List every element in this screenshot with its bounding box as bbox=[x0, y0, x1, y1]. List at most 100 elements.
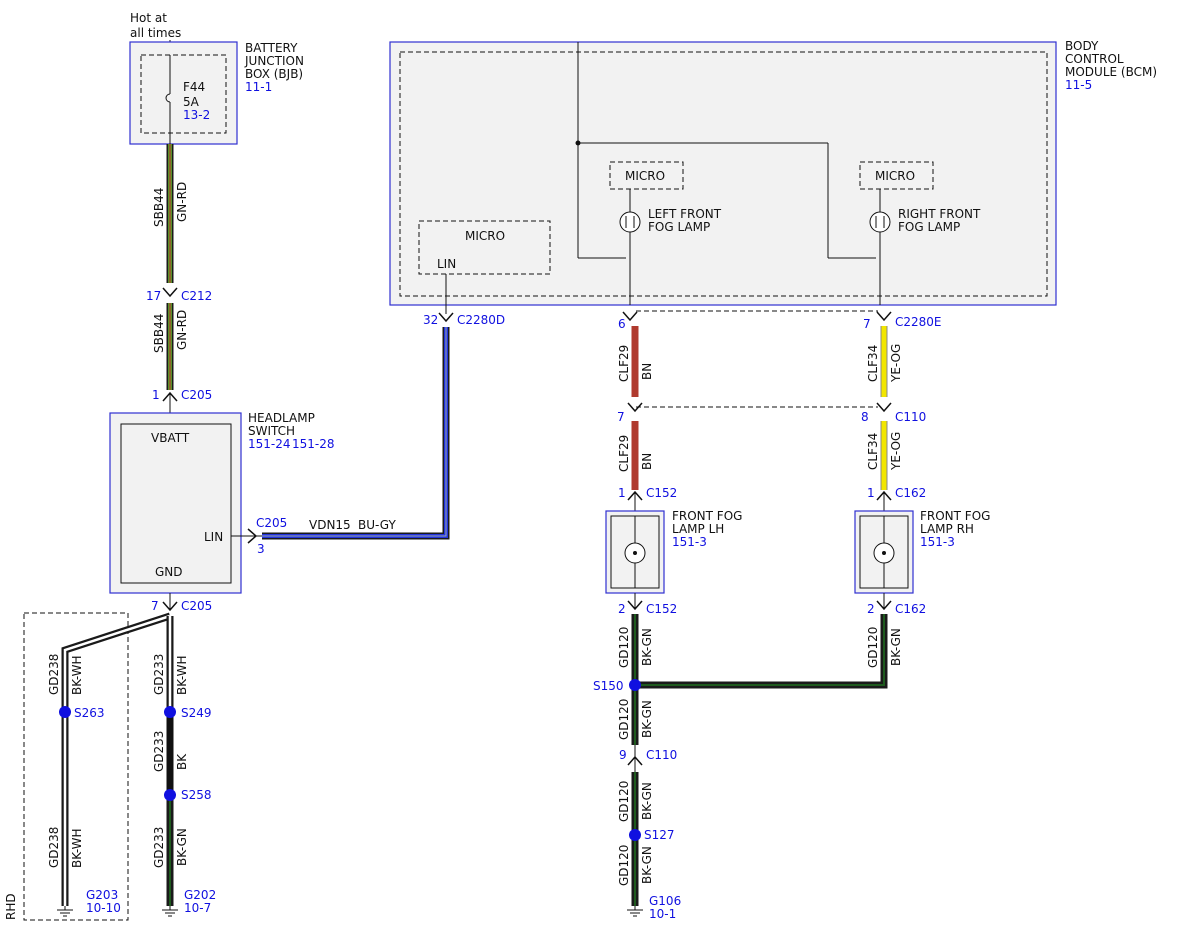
bk-wh-label-2: BK-WH bbox=[70, 828, 84, 868]
wire-gd238: GD238 BK-WH GD238 BK-WH bbox=[47, 612, 172, 906]
headlamp-title-1: HEADLAMP bbox=[248, 411, 315, 425]
gd238-label-2: GD238 bbox=[47, 827, 61, 868]
connector-c2280e-pin7: 7 C2280E bbox=[863, 311, 942, 331]
lin-label-bcm: LIN bbox=[437, 257, 456, 271]
g202-ref-link[interactable]: 10-7 bbox=[184, 901, 211, 915]
c212-link[interactable]: C212 bbox=[181, 289, 212, 303]
c205-link-1[interactable]: C205 bbox=[181, 388, 212, 402]
bn-label-1: BN bbox=[640, 363, 654, 380]
pin-2-c152: 2 bbox=[618, 602, 626, 616]
wire-sbb44-lower: SBB44 GN-RD bbox=[152, 303, 189, 390]
c205-link-2[interactable]: C205 bbox=[256, 516, 287, 530]
wire-clf29-upper: CLF29 BN bbox=[617, 326, 654, 397]
g203-ref-link[interactable]: 10-10 bbox=[86, 901, 121, 915]
right-fog-2: FOG LAMP bbox=[898, 220, 960, 234]
wire-vdn15: C205 3 VDN15 BU-GY bbox=[231, 327, 450, 556]
fuse-ref-link[interactable]: 13-2 bbox=[183, 108, 210, 122]
c205-link-3[interactable]: C205 bbox=[181, 599, 212, 613]
headlamp-ref-2[interactable]: 151-28 bbox=[292, 437, 335, 451]
connector-c110-pin7: 7 bbox=[617, 402, 643, 424]
gd233-label-1: GD233 bbox=[152, 654, 166, 695]
pin-17: 17 bbox=[146, 289, 161, 303]
gn-rd-label-2: GN-RD bbox=[175, 310, 189, 350]
c110-link-2[interactable]: C110 bbox=[646, 748, 677, 762]
pin-2-c162: 2 bbox=[867, 602, 875, 616]
s249-link[interactable]: S249 bbox=[181, 706, 212, 720]
pin-7-c110: 7 bbox=[617, 410, 625, 424]
connector-c2280e-pin6: 6 bbox=[618, 311, 638, 331]
micro-left: MICRO bbox=[625, 169, 665, 183]
c162-link-1[interactable]: C162 bbox=[895, 486, 926, 500]
sbb44-label-2: SBB44 bbox=[152, 314, 166, 353]
clf29-label-2: CLF29 bbox=[617, 435, 631, 472]
c2280d-link[interactable]: C2280D bbox=[457, 313, 505, 327]
gd120-label-5: GD120 bbox=[617, 845, 631, 886]
wire-sbb44-upper: SBB44 GN-RD bbox=[152, 144, 189, 283]
fuse-f44: F44 bbox=[183, 80, 205, 94]
c2280e-link[interactable]: C2280E bbox=[895, 315, 942, 329]
bjb-ref-link[interactable]: 11-1 bbox=[245, 80, 272, 94]
vbatt-label: VBATT bbox=[151, 431, 190, 445]
ground-g106: G106 10-1 bbox=[627, 894, 681, 921]
g106-link[interactable]: G106 bbox=[649, 894, 681, 908]
g203-link[interactable]: G203 bbox=[86, 888, 118, 902]
headlamp-switch: VBATT LIN GND HEADLAMP SWITCH 151-24 151… bbox=[109, 411, 335, 594]
micro-right: MICRO bbox=[875, 169, 915, 183]
battery-junction-box: Hot at all times F44 5A 13-2 BATTERY JUN… bbox=[129, 11, 304, 145]
connector-c212: 17 C212 bbox=[146, 287, 212, 303]
c110-link-1[interactable]: C110 bbox=[895, 410, 926, 424]
connector-c2280d: 32 C2280D bbox=[423, 312, 505, 327]
lh-title-2: LAMP LH bbox=[672, 522, 724, 536]
rh-ref-link[interactable]: 151-3 bbox=[920, 535, 955, 549]
vdn15-label: VDN15 bbox=[309, 518, 351, 532]
left-fog-2: FOG LAMP bbox=[648, 220, 710, 234]
g106-ref-link[interactable]: 10-1 bbox=[649, 907, 676, 921]
ye-og-label-2: YE-OG bbox=[889, 432, 903, 471]
g202-link[interactable]: G202 bbox=[184, 888, 216, 902]
fuse-5a: 5A bbox=[183, 95, 200, 109]
c152-link-1[interactable]: C152 bbox=[646, 486, 677, 500]
hot-at-all-times-line2: all times bbox=[130, 26, 181, 40]
lh-ref-link[interactable]: 151-3 bbox=[672, 535, 707, 549]
gn-rd-label-1: GN-RD bbox=[175, 182, 189, 222]
c162-link-2[interactable]: C162 bbox=[895, 602, 926, 616]
bk-gn-label-4: BK-GN bbox=[640, 782, 654, 820]
wire-clf34-lower: CLF34 YE-OG bbox=[866, 421, 903, 490]
left-fog-1: LEFT FRONT bbox=[648, 207, 722, 221]
headlamp-title-2: SWITCH bbox=[248, 424, 295, 438]
wire-gd233: GD233 BK-WH GD233 BK GD233 BK-GN bbox=[152, 616, 189, 906]
s258-link[interactable]: S258 bbox=[181, 788, 212, 802]
ground-g203: G203 10-10 bbox=[57, 888, 121, 917]
bk-gn-label-5: BK-GN bbox=[640, 846, 654, 884]
bk-wh-label-1: BK-WH bbox=[70, 655, 84, 695]
bu-gy-label: BU-GY bbox=[358, 518, 396, 532]
pin-32: 32 bbox=[423, 313, 438, 327]
splice-s150: S150 bbox=[593, 679, 641, 693]
c152-link-2[interactable]: C152 bbox=[646, 602, 677, 616]
headlamp-ref-1[interactable]: 151-24 bbox=[248, 437, 291, 451]
rh-title-1: FRONT FOG bbox=[920, 509, 990, 523]
bn-label-2: BN bbox=[640, 453, 654, 470]
front-fog-lamp-lh: FRONT FOG LAMP LH 151-3 bbox=[605, 509, 742, 594]
right-fog-1: RIGHT FRONT bbox=[898, 207, 981, 221]
pin-6: 6 bbox=[618, 317, 626, 331]
gd233-label-2: GD233 bbox=[152, 731, 166, 772]
clf34-label-1: CLF34 bbox=[866, 345, 880, 382]
bjb-title-2: JUNCTION bbox=[244, 54, 304, 68]
s263-link[interactable]: S263 bbox=[74, 706, 105, 720]
connector-c205-pin7: 7 C205 bbox=[151, 593, 212, 613]
s150-link[interactable]: S150 bbox=[593, 679, 624, 693]
connector-c162-pin1: 1 C162 bbox=[867, 486, 926, 512]
connector-c110-pin8: 8 C110 bbox=[861, 402, 926, 424]
connector-c205-pin1: 1 C205 bbox=[152, 388, 212, 413]
bcm-ref-link[interactable]: 11-5 bbox=[1065, 78, 1092, 92]
rhd-region bbox=[23, 612, 129, 921]
gd120-label-2: GD120 bbox=[866, 627, 880, 668]
pin-1-c152: 1 bbox=[618, 486, 626, 500]
s127-link[interactable]: S127 bbox=[644, 828, 675, 842]
micro-lin: MICRO bbox=[465, 229, 505, 243]
bk-gn-label-2: BK-GN bbox=[889, 628, 903, 666]
bk-gn-label-3: BK-GN bbox=[640, 700, 654, 738]
pin-7-c2280e: 7 bbox=[863, 317, 871, 331]
ground-g202: G202 10-7 bbox=[162, 888, 216, 917]
